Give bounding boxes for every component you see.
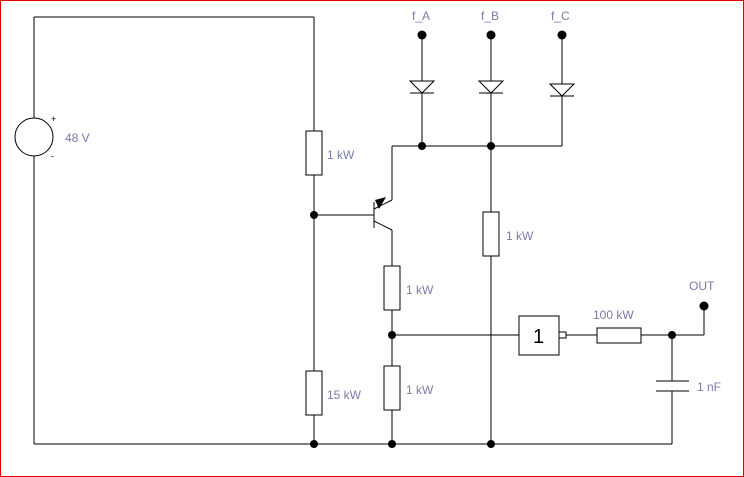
junction-dot: [388, 331, 396, 339]
diode-icon: [548, 83, 576, 97]
junction-dot: [487, 440, 495, 448]
terminal-f-b-label: f_B: [481, 9, 499, 23]
voltage-source-icon: [14, 117, 54, 157]
terminal-f-c[interactable]: f_C: [551, 9, 570, 40]
voltage-source[interactable]: + - 48 V: [14, 114, 90, 161]
capacitor[interactable]: 1 nF: [656, 380, 721, 394]
transistor-emitter-leg: [373, 220, 393, 231]
junctions: [310, 142, 676, 448]
transistor-arrow-icon: [375, 197, 386, 209]
resistor-icon: [596, 327, 642, 344]
not-gate-body: [518, 315, 560, 356]
terminal-f-b[interactable]: f_B: [481, 9, 499, 40]
transistor-collector-leg: [373, 199, 393, 210]
terminal-f-a[interactable]: f_A: [412, 9, 430, 40]
resistor-bottom-divider[interactable]: 15 kW: [305, 370, 362, 416]
source-value-label: 48 V: [65, 131, 90, 145]
junction-dot: [310, 211, 318, 219]
source-plus-sign: +: [51, 114, 56, 124]
diode-b[interactable]: [477, 80, 505, 94]
resistor-icon: [383, 265, 401, 311]
resistor-icon: [305, 370, 323, 416]
terminal-f-a-label: f_A: [412, 9, 430, 23]
terminal-dot-icon: [417, 30, 427, 40]
junction-dot: [310, 440, 318, 448]
resistor-pullup-label: 1 kW: [506, 229, 534, 243]
resistor-top-divider[interactable]: 1 kW: [305, 130, 355, 176]
not-gate-label: 1: [533, 326, 544, 348]
resistor-emitter-upper-label: 1 kW: [406, 283, 434, 297]
resistor-emitter-upper[interactable]: 1 kW: [383, 265, 434, 311]
junction-dot: [418, 142, 426, 150]
diode-a[interactable]: [408, 80, 436, 94]
source-minus-sign: -: [51, 151, 54, 161]
resistor-icon: [383, 365, 401, 411]
junction-dot: [668, 331, 676, 339]
junction-dot: [388, 440, 396, 448]
terminal-dot-icon: [486, 30, 496, 40]
resistor-series-label: 100 kW: [593, 308, 634, 322]
resistor-emitter-lower[interactable]: 1 kW: [383, 365, 434, 411]
resistor-series[interactable]: 100 kW: [593, 308, 642, 344]
junction-dot: [487, 142, 495, 150]
resistor-bottom-divider-label: 15 kW: [327, 388, 362, 402]
capacitor-label: 1 nF: [697, 380, 721, 394]
resistor-icon: [482, 211, 500, 257]
wires: [33, 16, 705, 445]
diode-icon: [408, 80, 436, 94]
terminal-f-c-label: f_C: [551, 9, 570, 23]
diode-c[interactable]: [548, 83, 576, 97]
diode-icon: [477, 80, 505, 94]
terminal-dot-icon: [557, 30, 567, 40]
resistor-pullup[interactable]: 1 kW: [482, 211, 534, 257]
terminal-out[interactable]: OUT: [689, 279, 715, 311]
terminal-dot-icon: [699, 301, 709, 311]
not-gate[interactable]: 1: [518, 315, 567, 356]
not-gate-inversion-icon: [558, 331, 567, 339]
resistor-emitter-lower-label: 1 kW: [406, 383, 434, 397]
resistor-top-divider-label: 1 kW: [327, 148, 355, 162]
resistor-icon: [305, 130, 323, 176]
transistor[interactable]: [373, 197, 393, 231]
terminal-out-label: OUT: [689, 279, 715, 293]
